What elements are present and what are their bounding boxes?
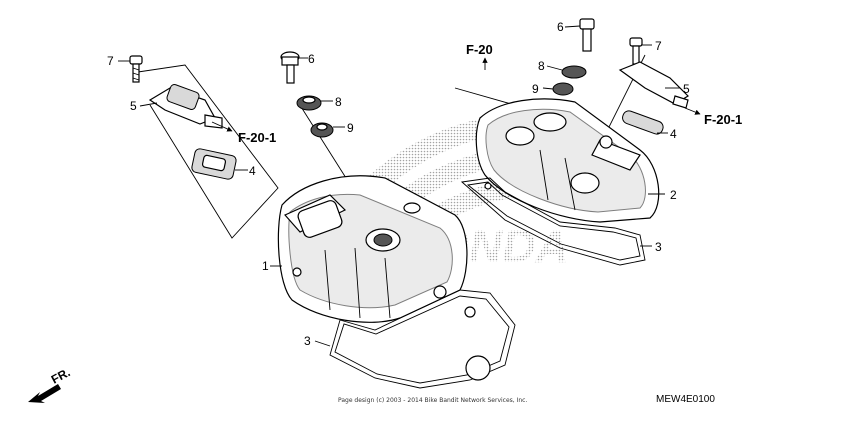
callout-3-right: 3 (655, 240, 662, 254)
callout-7-left: 7 (107, 54, 114, 68)
diagram-code: MEW4E0100 (656, 394, 715, 405)
seal-left-9 (310, 122, 334, 138)
grommet-right-8 (561, 65, 587, 79)
seal-right-9 (552, 82, 574, 96)
callout-1: 1 (262, 259, 269, 273)
callout-5-left: 5 (130, 99, 137, 113)
callout-3-left: 3 (304, 334, 311, 348)
grommet-left-8 (296, 95, 322, 111)
bolt-left-6 (280, 51, 300, 84)
callout-labels: 1 2 3 3 4 4 5 5 6 6 7 7 8 8 9 9 (107, 20, 690, 348)
callout-4-right: 4 (670, 127, 677, 141)
gasket-right (460, 177, 646, 266)
callout-6-left: 6 (308, 52, 315, 66)
gasket-left (329, 289, 516, 389)
bolt-right-6 (579, 18, 595, 52)
callout-2: 2 (670, 188, 677, 202)
callout-9-left: 9 (347, 121, 354, 135)
ref-f20-top: F-20 (466, 42, 493, 57)
callout-8-left: 8 (335, 95, 342, 109)
seal-right-4 (622, 110, 664, 135)
leader-lines (118, 25, 680, 347)
front-arrow-icon (28, 384, 61, 403)
seal-left (191, 148, 237, 180)
callout-7-right: 7 (655, 39, 662, 53)
ref-f20-1-right: F-20-1 (704, 112, 742, 127)
callout-6-right: 6 (557, 20, 564, 34)
bolt-right-7 (629, 37, 643, 65)
front-label: FR. (49, 365, 73, 386)
ref-f20-1-left: F-20-1 (238, 130, 276, 145)
footer-copyright: Page design (c) 2003 - 2014 Bike Bandit … (338, 397, 527, 404)
reference-labels: F-20-1 F-20 F-20-1 (238, 42, 742, 145)
callout-5-right: 5 (683, 82, 690, 96)
front-direction-indicator: FR. (28, 365, 72, 403)
callout-4-left: 4 (249, 164, 256, 178)
callout-9-right: 9 (532, 82, 539, 96)
reference-arrows (211, 57, 701, 132)
bolt-left-7 (129, 55, 143, 83)
breather-fitting-left (148, 84, 223, 129)
cylinder-head-cover-right (475, 98, 660, 223)
callout-8-right: 8 (538, 59, 545, 73)
